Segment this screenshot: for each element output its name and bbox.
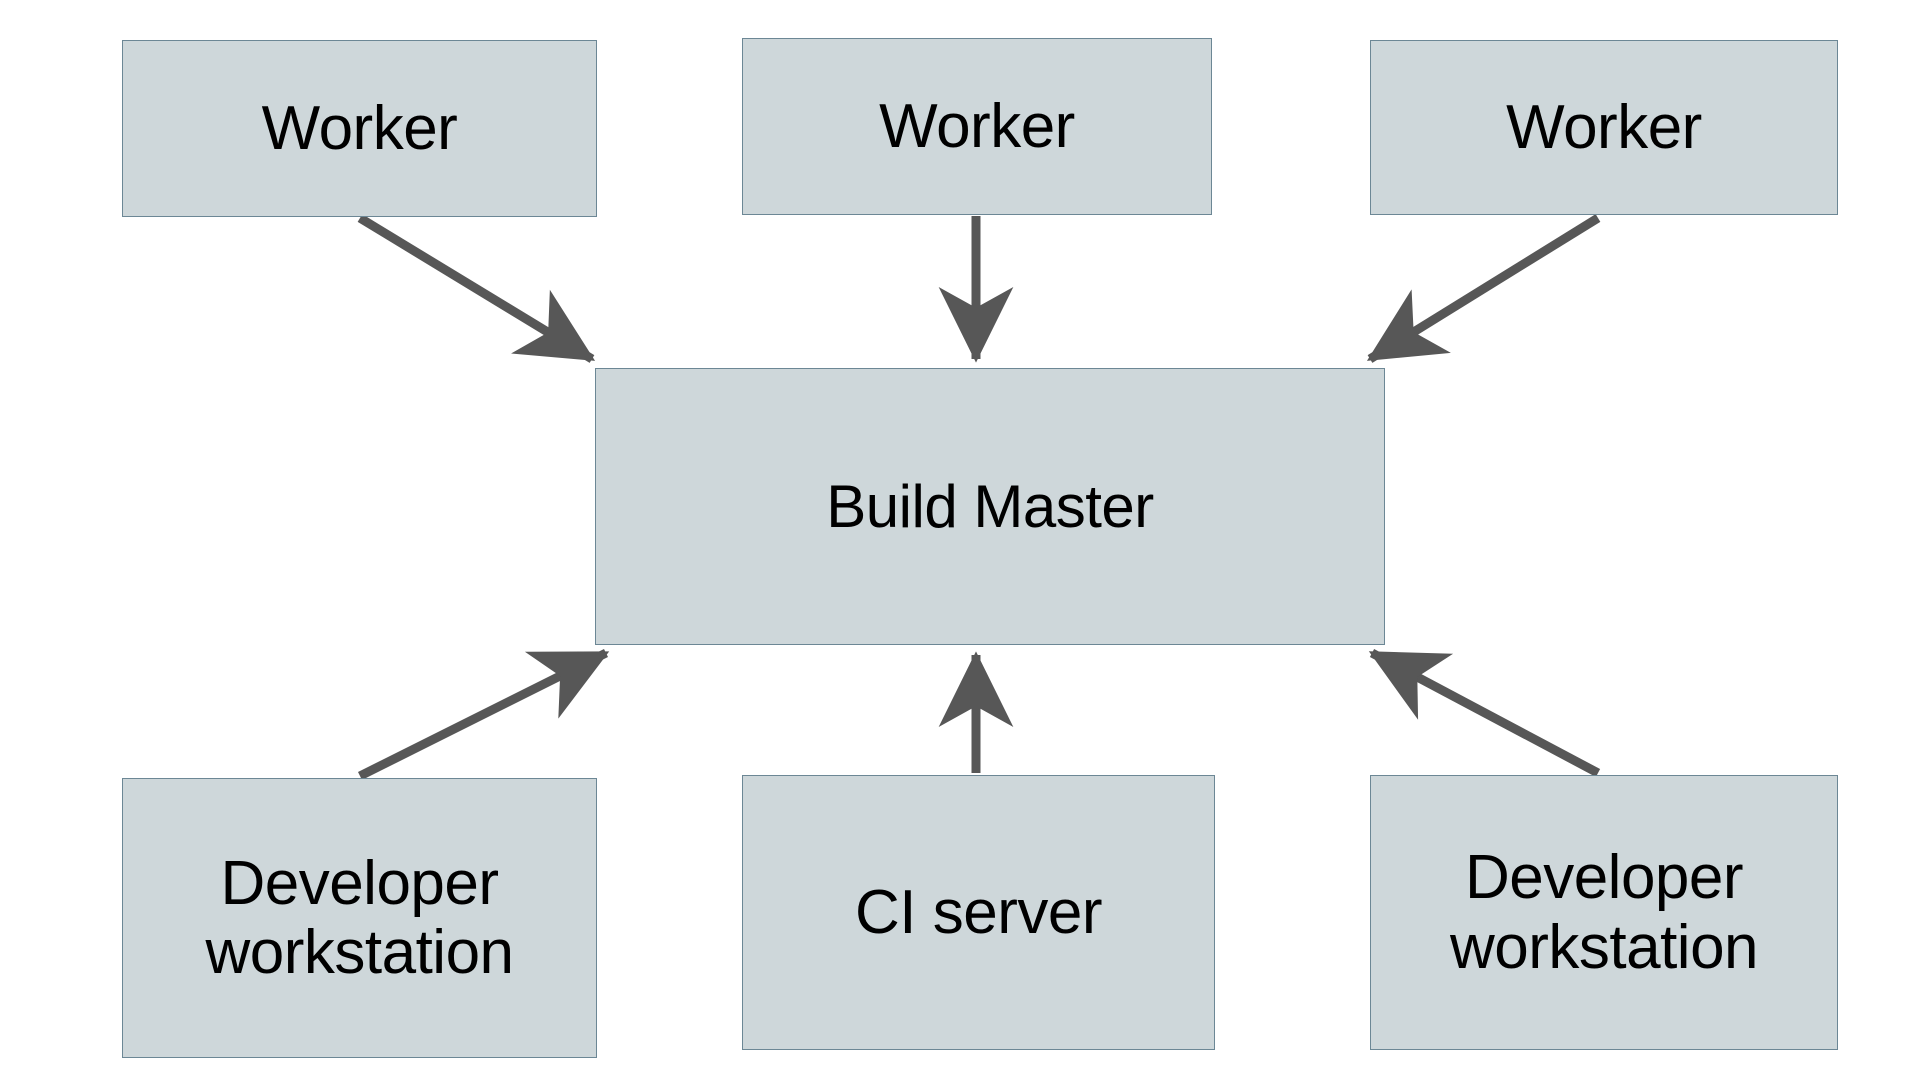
node-label: Worker [1506, 92, 1702, 162]
node-label: Developer workstation [205, 848, 514, 987]
arrow-worker-left-to-build-master [357, 214, 596, 363]
node-label: Build Master [826, 472, 1154, 540]
node-worker-left[interactable]: Worker [122, 40, 597, 217]
arrow-dev-right-to-build-master [1368, 649, 1601, 777]
node-worker-right[interactable]: Worker [1370, 40, 1838, 215]
node-ci-server[interactable]: CI server [742, 775, 1215, 1050]
node-developer-workstation-left[interactable]: Developer workstation [122, 778, 597, 1058]
node-label: Worker [879, 91, 1075, 161]
node-worker-center[interactable]: Worker [742, 38, 1212, 215]
node-developer-workstation-right[interactable]: Developer workstation [1370, 775, 1838, 1050]
node-label: Developer workstation [1449, 843, 1759, 982]
arrow-worker-right-to-build-master [1366, 214, 1601, 363]
node-build-master[interactable]: Build Master [595, 368, 1385, 645]
node-label: CI server [855, 877, 1102, 947]
arrow-dev-left-to-build-master [357, 648, 610, 781]
node-label: Worker [261, 93, 458, 163]
